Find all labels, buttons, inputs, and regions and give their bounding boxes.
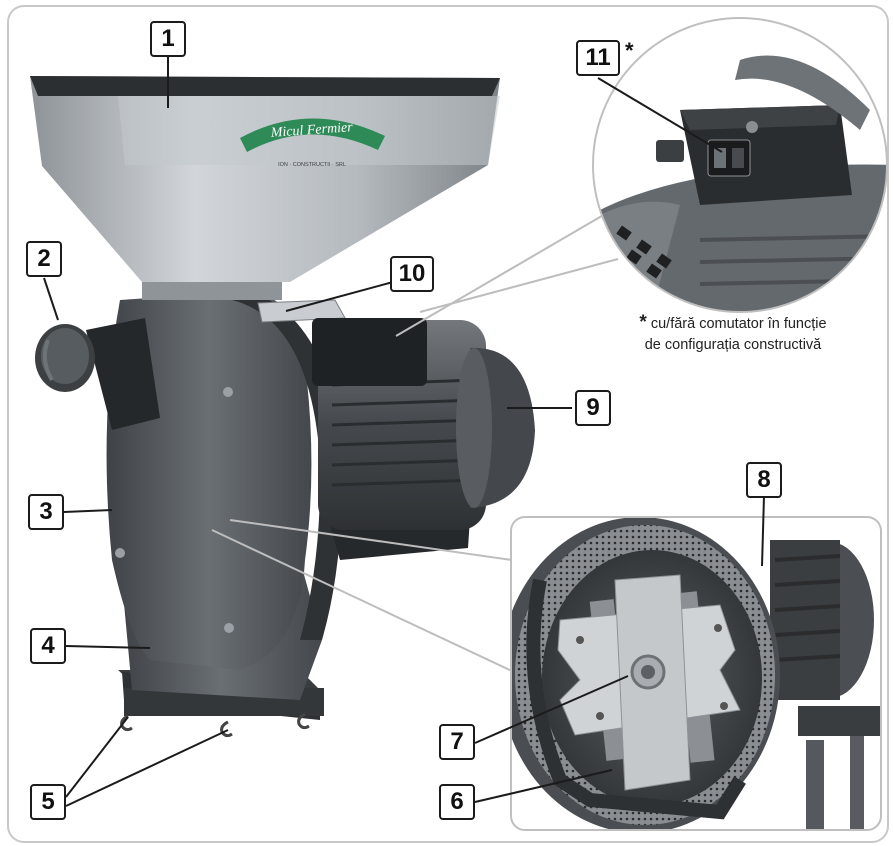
callout-2-outlet-pipe: 2 xyxy=(26,241,62,277)
switch-housing xyxy=(680,105,852,205)
callout-6-sieve: 6 xyxy=(439,784,475,820)
brand-subtext: ION · CONSTRUCTII · SRL xyxy=(278,162,346,168)
callout-5-mounting-hooks: 5 xyxy=(30,784,66,820)
rotor-detail-inset xyxy=(211,516,882,831)
callout-1-hopper: 1 xyxy=(150,21,186,57)
housing-body xyxy=(106,291,312,670)
callout-4-base-frame: 4 xyxy=(30,628,66,664)
outer-frame xyxy=(7,5,889,843)
note-line-2: de configurația constructivă xyxy=(644,337,822,353)
outlet-pipe xyxy=(35,318,160,430)
rotor-blade xyxy=(557,574,741,791)
hook-front xyxy=(220,720,233,738)
note-line-1: cu/fără comutator în funcție xyxy=(650,316,827,332)
inset-circle-border xyxy=(592,17,888,313)
brand-banner xyxy=(240,118,385,152)
grain-mill-machine: Micul Fermier ION · CONSTRUCTII · SRL xyxy=(30,76,535,738)
note-asterisk: * xyxy=(639,312,647,333)
callout-7-rotor-blade: 7 xyxy=(439,724,475,760)
callout-9-electric-motor: 9 xyxy=(575,390,611,426)
callout-11-asterisk: * xyxy=(625,38,634,63)
brand-logo-text: Micul Fermier xyxy=(269,120,353,141)
inset-box-border xyxy=(510,516,882,831)
hook-right xyxy=(297,712,310,730)
switch-configuration-note: * cu/fără comutator în funcție de config… xyxy=(594,312,872,356)
hopper-neck xyxy=(142,280,282,300)
switch-detail-inset xyxy=(395,17,888,337)
cable-gland xyxy=(656,140,684,162)
hopper: Micul Fermier ION · CONSTRUCTII · SRL xyxy=(30,76,500,282)
leader-lines xyxy=(43,57,765,807)
callout-3-housing: 3 xyxy=(28,494,64,530)
callout-10-shutter-plate: 10 xyxy=(390,256,434,292)
callout-11-switch: 11 xyxy=(576,40,620,76)
electric-motor xyxy=(312,318,535,560)
callout-8-grinding-chamber: 8 xyxy=(746,462,782,498)
